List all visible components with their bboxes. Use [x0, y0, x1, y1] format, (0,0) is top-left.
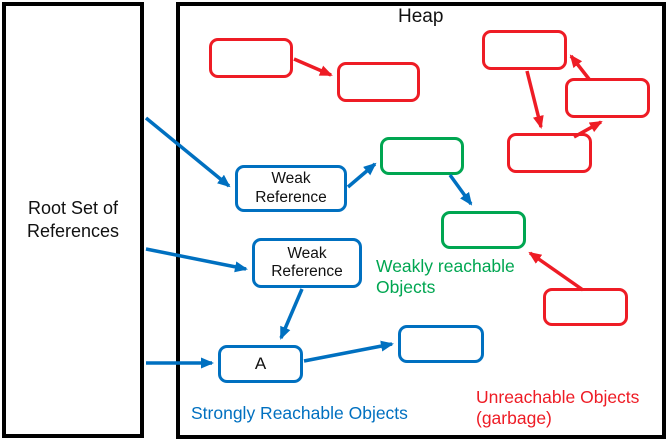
strongly-reachable-object-1 — [398, 325, 484, 363]
object-a-label: A — [254, 353, 267, 373]
unreachable-object-5 — [507, 133, 592, 173]
unreachable-object-2 — [337, 62, 420, 102]
strongly-reachable-caption: Strongly Reachable Objects — [191, 403, 408, 423]
unreachable-caption: Unreachable Objects (garbage) — [476, 387, 640, 429]
root-set-box — [2, 2, 144, 438]
unreachable-object-4 — [565, 78, 650, 118]
unreachable-object-3 — [482, 30, 567, 70]
object-a-box: A — [218, 345, 303, 383]
weakly-reachable-object-2 — [441, 211, 526, 249]
root-set-label: Root Set of References — [26, 198, 120, 242]
weak-reference-box-2: Weak Reference — [252, 238, 362, 288]
weak-reference-label-1: Weak Reference — [255, 170, 327, 206]
weak-reference-label-2: Weak Reference — [271, 244, 343, 280]
unreachable-object-1 — [209, 38, 293, 78]
weakly-reachable-object-1 — [380, 137, 464, 175]
weak-reference-box-1: Weak Reference — [235, 165, 347, 212]
unreachable-object-6 — [543, 288, 628, 326]
weakly-reachable-caption: Weakly reachable Objects — [376, 256, 515, 298]
heap-title: Heap — [398, 6, 444, 27]
